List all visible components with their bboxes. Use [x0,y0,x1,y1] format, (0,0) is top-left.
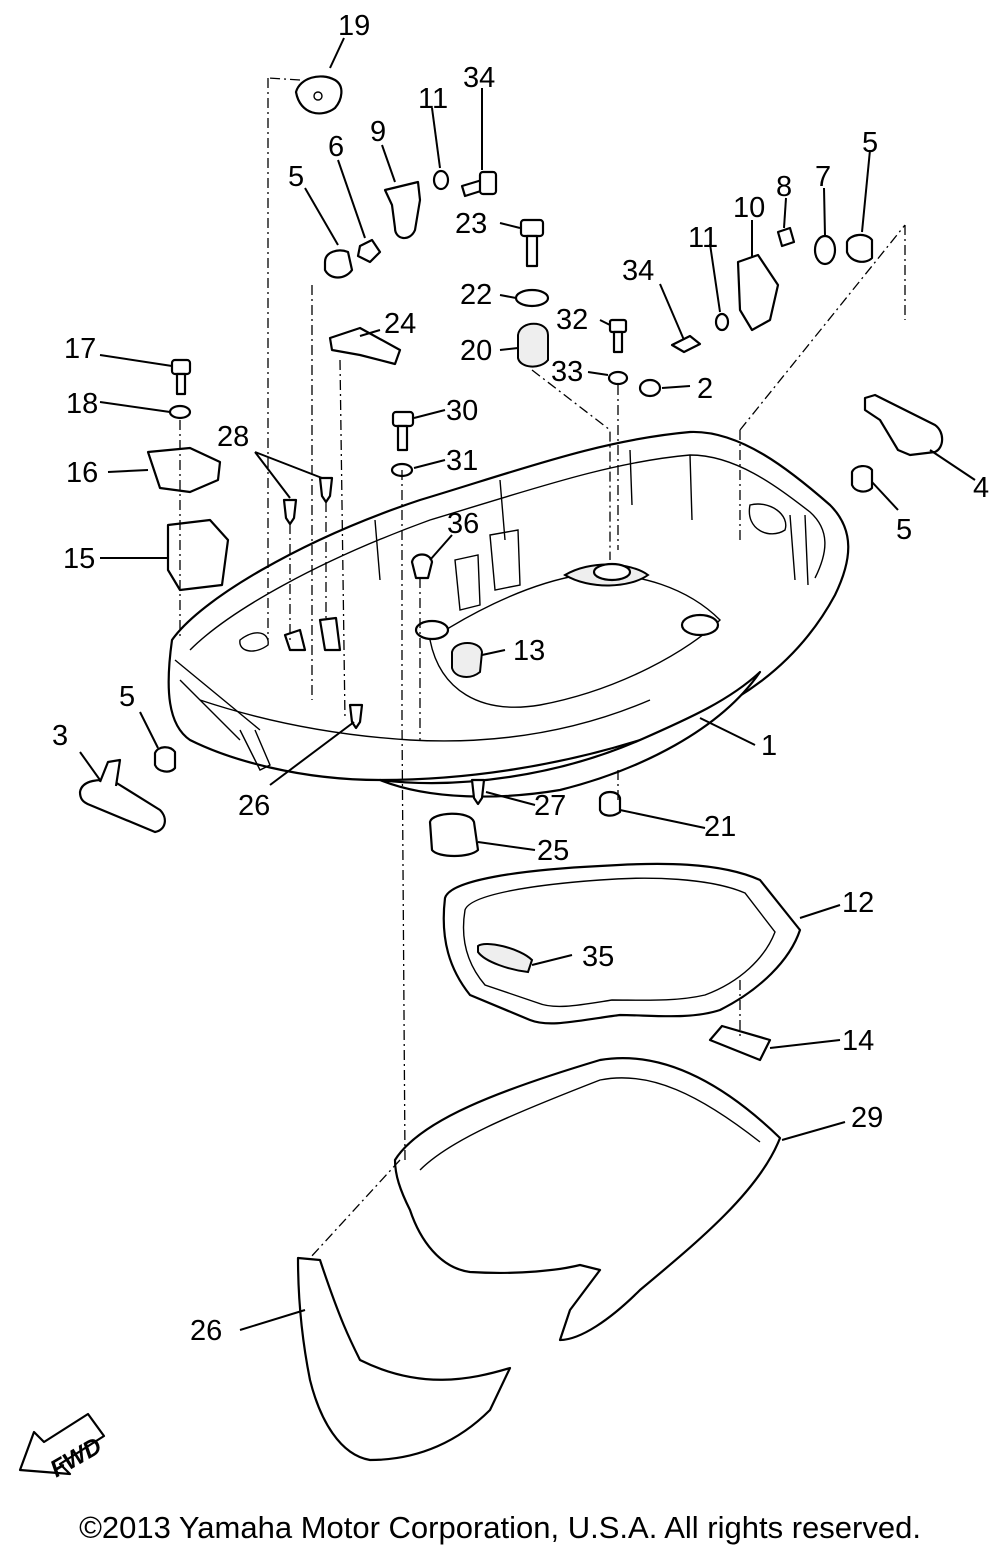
part-14-grommet [451,642,484,678]
part-32-bolt [608,318,628,334]
part-33-washer [607,370,629,386]
part-9-lever [383,180,422,240]
part-10-lever [736,253,780,332]
callout-22: 22 [460,279,492,311]
callout-6: 6 [328,131,344,163]
part-23-bolt [519,218,545,238]
callout-27: 28 [217,421,249,453]
part-3-handle [78,779,166,834]
callout-18: 18 [66,388,98,420]
callout-labels: 19 34 11 9 6 5 23 22 24 20 32 33 34 11 1… [52,10,989,1347]
exploded-view-diagram: FWD 19 34 1 [18,10,989,1483]
part-4-handle [863,393,944,457]
callout-9: 9 [370,116,386,148]
callout-34-right: 34 [622,255,654,287]
callout-32: 32 [556,304,588,336]
callout-16: 16 [66,457,98,489]
part-28-lower-cover [393,1057,782,1342]
callout-36: 36 [447,508,479,540]
bottom-cowling [167,430,850,798]
callout-25: 25 [537,835,569,867]
part-27-screw [282,498,298,526]
fwd-arrow-icon: FWD [18,1412,106,1483]
part-25-cap [428,812,480,858]
callout-19: 19 [338,10,370,42]
copyright-notice: ©2013 Yamaha Motor Corporation, U.S.A. A… [79,1510,921,1545]
callout-5: 5 [288,161,304,193]
callout-1: 1 [761,730,777,762]
callout-5-mid: 5 [896,514,912,546]
part-8-pin [776,226,796,248]
callout-13: 14 [842,1025,874,1057]
callout-34: 34 [463,62,495,94]
part-19-plate [294,75,343,115]
part-34-bolt-right [670,334,702,354]
part-5-grommet-mid [850,465,874,493]
callout-2: 2 [697,373,713,405]
callout-8: 8 [776,171,792,203]
callout-12: 12 [842,887,874,919]
part-18-washer [168,404,192,420]
callout-10: 10 [733,192,765,224]
callout-11: 11 [418,83,448,115]
part-2-plug [638,378,662,398]
part-7-clip [813,234,837,266]
callout-30: 30 [446,395,478,427]
callout-5-right: 5 [862,127,878,159]
part-5-grommet-right [845,233,874,263]
callout-17: 17 [64,333,96,365]
callout-29: 26 [190,1315,222,1347]
part-16-bracket [146,446,222,494]
part-5-grommet [323,249,354,279]
callout-5-left: 5 [119,681,135,713]
part-26-screw-lower [470,778,486,806]
part-13-plate [708,1024,772,1062]
part-17-bolt [170,358,192,376]
callout-14: 13 [513,635,545,667]
part-15-block [166,518,230,592]
callout-23: 23 [455,208,487,240]
part-20-mount [517,322,549,368]
callout-26-right: 27 [534,790,566,822]
part-27-screw-right [318,476,334,504]
callout-7: 7 [815,161,831,193]
part-22-washer [514,288,550,308]
callout-24: 24 [384,308,416,340]
part-21-plug [598,790,622,817]
part-11-washer-right [714,312,730,332]
part-6-nut [356,238,382,264]
part-11-washer [432,169,450,191]
part-29-side-cover [296,1256,512,1462]
part-24-bracket [328,326,402,366]
callout-28: 29 [851,1102,883,1134]
callout-31: 31 [446,445,478,477]
callout-3: 3 [52,720,68,752]
callout-33: 33 [551,356,583,388]
callout-35: 35 [582,941,614,973]
callout-4: 4 [973,472,989,504]
part-30-bolt [391,410,415,428]
part-5-grommet-left [153,746,177,773]
callout-15: 15 [63,543,95,575]
part-12-gasket [442,862,802,1025]
callout-11-right: 11 [688,222,718,254]
callout-21: 21 [704,811,736,843]
callout-26: 26 [238,790,270,822]
part-36-grommet [410,553,434,580]
callout-20: 20 [460,335,492,367]
